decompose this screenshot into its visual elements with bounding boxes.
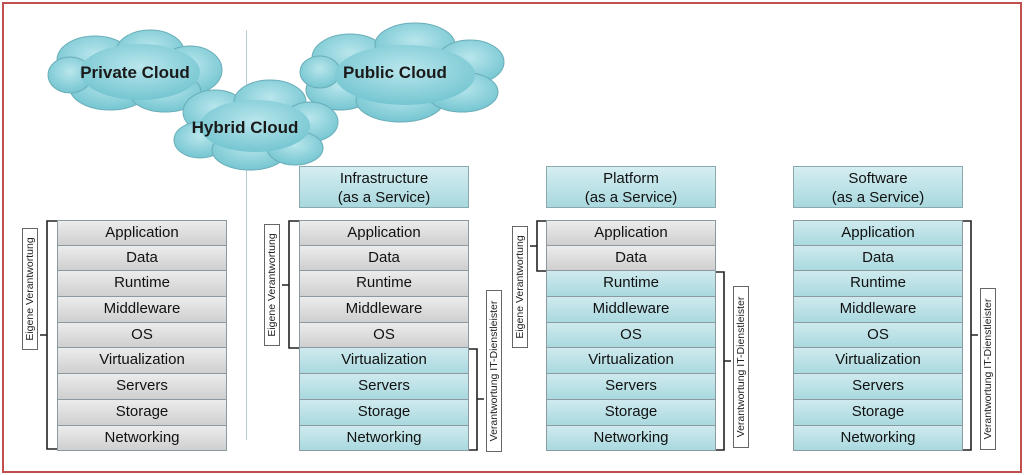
layer-application: Application bbox=[793, 220, 963, 246]
layer-application: Application bbox=[57, 220, 227, 246]
layer-storage: Storage bbox=[546, 399, 716, 426]
on-premise-own-label: Eigene Verantwortung bbox=[22, 228, 38, 350]
iaas-header-line1: Infrastructure bbox=[339, 170, 429, 187]
layer-data: Data bbox=[57, 245, 227, 272]
paas-own-brace bbox=[530, 220, 546, 272]
paas-header-line1: Platform bbox=[603, 170, 659, 187]
saas-provider-brace bbox=[963, 220, 978, 451]
layer-networking: Networking bbox=[546, 425, 716, 452]
divider-line bbox=[246, 30, 247, 440]
layer-middleware: Middleware bbox=[57, 297, 227, 323]
saas-stack: Application Data Runtime Middleware OS V… bbox=[793, 220, 963, 452]
layer-virtualization: Virtualization bbox=[793, 348, 963, 375]
paas-own-label-text: Eigene Verantwortung bbox=[514, 235, 526, 339]
layer-networking: Networking bbox=[793, 425, 963, 452]
on-premise-own-label-text: Eigene Verantwortung bbox=[24, 237, 36, 341]
private-cloud-shape bbox=[47, 29, 223, 113]
on-premise-own-brace bbox=[40, 220, 57, 450]
layer-networking: Networking bbox=[57, 425, 227, 452]
saas-header: Software (as a Service) bbox=[793, 166, 963, 208]
hybrid-cloud-label: Hybrid Cloud bbox=[191, 118, 299, 137]
layer-virtualization: Virtualization bbox=[546, 348, 716, 375]
layer-runtime: Runtime bbox=[546, 271, 716, 298]
layer-os: OS bbox=[546, 322, 716, 349]
iaas-stack: Application Data Runtime Middleware OS V… bbox=[299, 220, 469, 452]
layer-application: Application bbox=[299, 220, 469, 246]
paas-header-line2: (as a Service) bbox=[584, 189, 678, 206]
layer-storage: Storage bbox=[299, 399, 469, 426]
saas-header-line2: (as a Service) bbox=[831, 189, 925, 206]
layer-middleware: Middleware bbox=[299, 297, 469, 323]
public-cloud-label: Public Cloud bbox=[343, 63, 447, 82]
hybrid-cloud-shape bbox=[173, 79, 339, 171]
paas-own-label: Eigene Verantwortung bbox=[512, 226, 528, 348]
layer-runtime: Runtime bbox=[299, 271, 469, 298]
layer-networking: Networking bbox=[299, 425, 469, 452]
layer-data: Data bbox=[299, 245, 469, 272]
layer-middleware: Middleware bbox=[546, 297, 716, 323]
layer-servers: Servers bbox=[546, 374, 716, 400]
layer-application: Application bbox=[546, 220, 716, 246]
public-cloud-shape bbox=[299, 22, 505, 123]
iaas-own-label-text: Eigene Verantwortung bbox=[266, 233, 278, 337]
layer-servers: Servers bbox=[299, 374, 469, 400]
layer-os: OS bbox=[793, 322, 963, 349]
iaas-header: Infrastructure (as a Service) bbox=[299, 166, 469, 208]
layer-runtime: Runtime bbox=[57, 271, 227, 298]
iaas-own-label: Eigene Verantwortung bbox=[264, 224, 280, 346]
iaas-provider-label: Verantwortung IT-Dienstleister bbox=[486, 290, 502, 452]
layer-virtualization: Virtualization bbox=[57, 348, 227, 375]
layer-servers: Servers bbox=[57, 374, 227, 400]
layer-virtualization: Virtualization bbox=[299, 348, 469, 375]
layer-data: Data bbox=[546, 245, 716, 272]
paas-provider-brace bbox=[716, 271, 731, 451]
layer-os: OS bbox=[299, 322, 469, 349]
saas-provider-label-text: Verantwortung IT-Dienstleister bbox=[982, 298, 994, 440]
iaas-provider-label-text: Verantwortung IT-Dienstleister bbox=[488, 300, 500, 442]
layer-runtime: Runtime bbox=[793, 271, 963, 298]
private-cloud-label: Private Cloud bbox=[80, 63, 190, 82]
iaas-provider-brace bbox=[469, 348, 484, 451]
iaas-header-line2: (as a Service) bbox=[337, 189, 431, 206]
on-premise-stack: Application Data Runtime Middleware OS V… bbox=[57, 220, 227, 452]
paas-stack: Application Data Runtime Middleware OS V… bbox=[546, 220, 716, 452]
iaas-own-brace bbox=[282, 220, 299, 349]
saas-header-line1: Software bbox=[848, 170, 908, 187]
layer-servers: Servers bbox=[793, 374, 963, 400]
layer-os: OS bbox=[57, 322, 227, 349]
saas-provider-label: Verantwortung IT-Dienstleister bbox=[980, 288, 996, 450]
paas-header: Platform (as a Service) bbox=[546, 166, 716, 208]
layer-storage: Storage bbox=[793, 399, 963, 426]
layer-middleware: Middleware bbox=[793, 297, 963, 323]
paas-provider-label: Verantwortung IT-Dienstleister bbox=[733, 286, 749, 448]
layer-storage: Storage bbox=[57, 399, 227, 426]
paas-provider-label-text: Verantwortung IT-Dienstleister bbox=[735, 296, 747, 438]
layer-data: Data bbox=[793, 245, 963, 272]
